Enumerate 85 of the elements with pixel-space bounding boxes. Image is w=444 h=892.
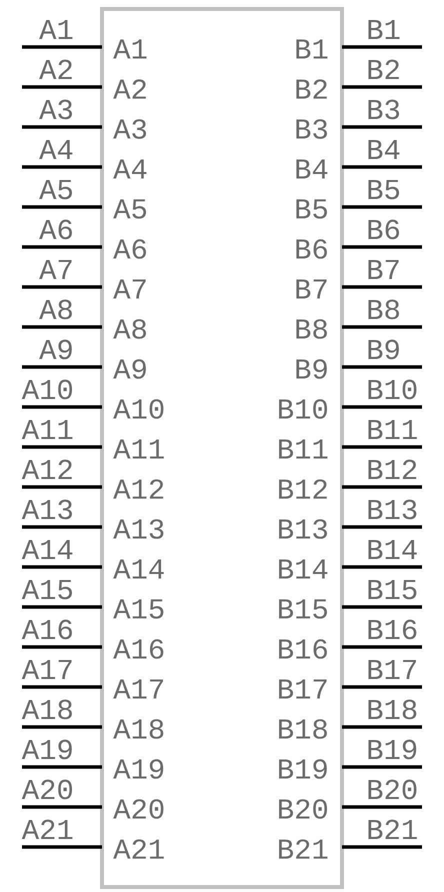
- pin-name: B12: [279, 479, 327, 499]
- pin-name: B20: [279, 799, 328, 819]
- pin-name: A16: [113, 639, 164, 659]
- pin-number: A20: [22, 780, 72, 800]
- pin-name: B2: [296, 79, 327, 99]
- pin-number: A11: [22, 420, 72, 439]
- pin-number: B1: [368, 20, 400, 39]
- pin-name: A18: [113, 719, 164, 739]
- pin-name: B10: [279, 399, 328, 419]
- pin-name: A11: [113, 440, 164, 459]
- pin-number: A13: [22, 500, 72, 520]
- pin-number: B8: [368, 300, 399, 320]
- pin-name: A13: [113, 519, 164, 539]
- pin-number: A19: [22, 740, 72, 760]
- pin-name: B19: [279, 759, 327, 779]
- pin-number: A2: [39, 60, 72, 79]
- pin-number: B19: [368, 740, 416, 760]
- pin-name: B9: [296, 359, 327, 379]
- pin-number: B20: [368, 780, 416, 800]
- pin-number: B17: [368, 660, 416, 679]
- pin-number: B13: [368, 500, 416, 520]
- pin-number: A10: [22, 380, 72, 400]
- pin-name: B16: [279, 639, 327, 659]
- pin-name: B21: [279, 839, 328, 859]
- pin-name: A7: [113, 280, 146, 299]
- pin-name: B14: [279, 560, 328, 579]
- pin-number: B9: [368, 340, 399, 360]
- pin-number: A3: [39, 100, 72, 120]
- pin-number: B10: [368, 380, 416, 400]
- pin-name: A15: [113, 599, 164, 619]
- pin-number: B16: [368, 620, 416, 640]
- pin-number: A4: [39, 140, 72, 159]
- pin-name: B7: [296, 280, 327, 299]
- pin-name: A2: [113, 79, 146, 99]
- pin-name: A21: [113, 839, 164, 859]
- pin-number: B18: [368, 700, 416, 720]
- pin-name: B3: [296, 119, 327, 139]
- pin-number: A12: [22, 460, 72, 479]
- pin-number: A1: [39, 20, 72, 39]
- pin-number: B15: [368, 580, 416, 600]
- pin-name: B15: [279, 599, 327, 619]
- pin-name: A10: [113, 399, 164, 419]
- pin-name: A1: [113, 40, 146, 59]
- pin-name: B17: [279, 679, 327, 699]
- pin-name: A3: [113, 119, 146, 139]
- pin-name: A19: [113, 759, 164, 779]
- pin-number: A5: [39, 180, 72, 200]
- pin-number: B14: [368, 540, 417, 559]
- pin-name: B1: [296, 40, 328, 59]
- pin-name: A4: [113, 160, 146, 179]
- pin-name: B6: [296, 239, 327, 259]
- pin-name: A5: [113, 199, 146, 219]
- pin-number: B5: [368, 180, 400, 200]
- pin-number: A6: [39, 220, 72, 240]
- pin-number: B3: [368, 100, 400, 120]
- component-body: [100, 7, 344, 889]
- pin-name: B18: [279, 719, 327, 739]
- pin-number: B4: [368, 140, 400, 159]
- pin-number: A17: [22, 660, 72, 679]
- pin-number: A16: [22, 620, 72, 640]
- pin-name: A14: [113, 560, 164, 579]
- pin-name: B5: [296, 199, 327, 219]
- pin-name: A6: [113, 239, 146, 259]
- pin-number: B21: [368, 820, 417, 839]
- pin-name: B13: [279, 519, 327, 539]
- pin-name: A12: [113, 479, 164, 499]
- pin-number: A15: [22, 580, 72, 600]
- pin-name: B4: [296, 160, 328, 179]
- pin-name: B8: [296, 319, 327, 339]
- pin-number: B6: [368, 220, 399, 240]
- pin-number: A9: [39, 340, 72, 360]
- pin-number: A8: [39, 300, 72, 320]
- pin-number: A18: [22, 700, 72, 720]
- pin-name: A9: [113, 359, 146, 379]
- pin-number: B11: [368, 420, 417, 439]
- pin-number: B7: [368, 260, 399, 279]
- pin-number: B12: [368, 460, 416, 479]
- pin-number: A7: [39, 260, 72, 279]
- pin-number: A21: [22, 820, 72, 839]
- pin-number: A14: [22, 540, 72, 559]
- pin-name: A8: [113, 319, 146, 339]
- pin-name: B11: [279, 440, 328, 459]
- pin-name: A17: [113, 679, 163, 699]
- pin-number: B2: [368, 60, 399, 79]
- pin-name: A20: [113, 799, 164, 819]
